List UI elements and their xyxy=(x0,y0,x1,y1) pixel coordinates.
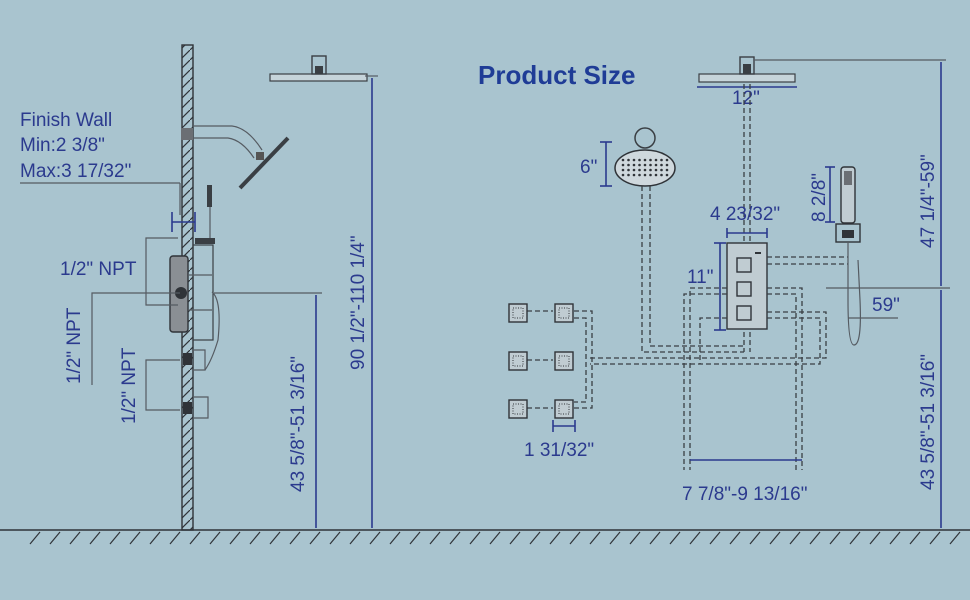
head-height-label: 47 1/4"-59" xyxy=(918,154,939,248)
body-jet-icon xyxy=(508,399,528,419)
thermostatic-valve-icon xyxy=(726,242,768,330)
npt-label-b: 1/2" NPT xyxy=(64,307,85,384)
body-jet-icon xyxy=(508,303,528,323)
hand-shower-icon xyxy=(835,166,861,346)
valve-height-label: 11" xyxy=(687,267,713,288)
valve-width-dimension xyxy=(726,228,768,238)
body-jet-icon xyxy=(554,303,574,323)
round-shower-head-icon xyxy=(614,127,676,187)
top-head-riser-pipe xyxy=(743,84,751,352)
side-body-jets-icon xyxy=(183,349,209,419)
pipe-spacing-label: 7 7/8"-9 13/16" xyxy=(682,484,807,505)
finish-wall-max-label: Max:3 17/32" xyxy=(20,161,131,182)
jet-spacing-dimension xyxy=(552,420,576,432)
npt-label-a: 1/2" NPT xyxy=(60,259,137,280)
finish-wall-label: Finish Wall xyxy=(20,110,112,131)
jet-feed-pipe xyxy=(590,311,827,365)
page-title: Product Size xyxy=(478,60,635,90)
top-rain-head-side-icon xyxy=(269,55,368,82)
npt-bracket-b xyxy=(91,292,180,385)
floor-hatch-icon xyxy=(0,529,970,545)
head-width-label: 12" xyxy=(732,88,760,109)
body-jet-icon xyxy=(554,351,574,371)
valve-height-left-dimension xyxy=(214,292,322,528)
npt-label-c: 1/2" NPT xyxy=(119,347,140,424)
finish-wall-min-label: Min:2 3/8" xyxy=(20,135,105,156)
valve-height-dimension xyxy=(714,242,726,331)
hose-label: 59" xyxy=(872,295,900,316)
jet-spacing-label: 1 31/32" xyxy=(524,440,594,461)
hand-shower-pipe xyxy=(767,256,848,265)
round-head-dimension xyxy=(600,141,612,187)
valve-height-left-label: 43 5/8"-51 3/16" xyxy=(288,356,309,492)
npt-bracket-a xyxy=(145,237,178,306)
supply-pipe-right xyxy=(767,287,803,470)
body-jet-icon xyxy=(508,303,574,419)
side-valve-icon xyxy=(169,185,220,371)
npt-bracket-c xyxy=(145,359,180,411)
head-height-dimension xyxy=(826,62,950,289)
hand-shower-label: 8 2/8" xyxy=(809,173,830,222)
valve-height-right-label: 43 5/8"-51 3/16" xyxy=(918,354,939,490)
total-height-label: 90 1/2"-110 1/4" xyxy=(348,235,369,370)
valve-width-label: 4 23/32" xyxy=(710,204,780,225)
round-head-label: 6" xyxy=(580,157,597,178)
body-jet-pipes xyxy=(527,310,593,409)
finish-wall-dimension xyxy=(20,182,196,232)
rain-shower-head-icon xyxy=(698,56,946,83)
valve-outlet-pipe xyxy=(699,317,727,364)
supply-pipe-left xyxy=(683,287,727,470)
body-jet-icon xyxy=(554,399,574,419)
total-height-dimension xyxy=(365,75,378,528)
round-head-pipe xyxy=(641,186,744,353)
body-jet-icon xyxy=(508,351,528,371)
side-shower-arm-icon xyxy=(181,125,290,190)
hand-shower-dimension xyxy=(825,166,835,223)
